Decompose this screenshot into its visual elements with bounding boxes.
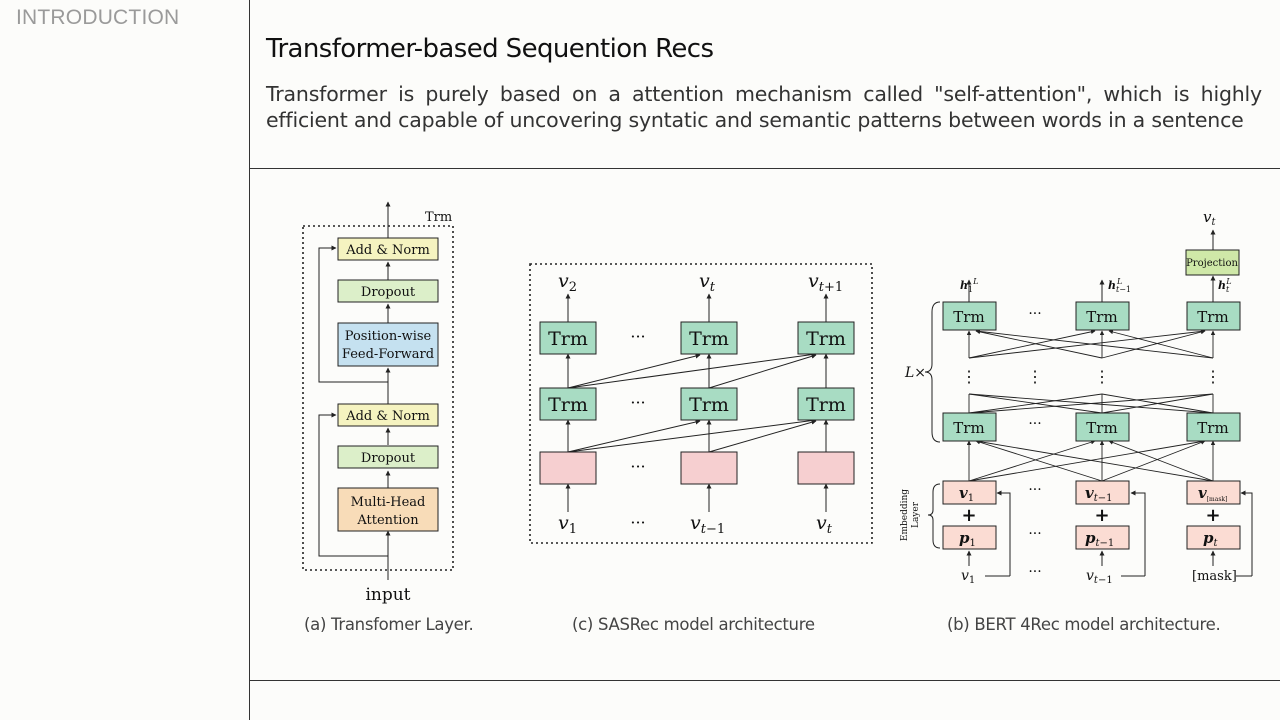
svg-text:Trm: Trm	[548, 394, 588, 416]
trm-boundary	[302, 225, 454, 571]
svg-text:vt−1: vt−1	[1086, 568, 1113, 586]
bert-blocks	[942, 249, 1241, 550]
svg-text:vt: vt	[816, 512, 833, 537]
svg-text:+: +	[1094, 505, 1109, 526]
svg-text:h1L: h1L	[960, 277, 978, 294]
multi-head-attention-block: Multi-Head Attention	[337, 487, 439, 532]
svg-text:⋮: ⋮	[1094, 367, 1110, 386]
l-times-label: L×	[904, 365, 926, 381]
caption-transformer-layer: (a) Transfomer Layer.	[304, 615, 474, 634]
svg-text:Trm: Trm	[1086, 419, 1117, 437]
left-divider	[249, 0, 250, 720]
svg-text:Trm: Trm	[953, 419, 984, 437]
ffn-label-2: Feed-Forward	[342, 347, 434, 362]
figure-bert4rec	[924, 229, 1253, 577]
svg-text:vt+1: vt+1	[808, 270, 843, 295]
add-norm-bottom-label: Add & Norm	[345, 409, 430, 424]
svg-text:Layer: Layer	[911, 501, 921, 528]
bert-dots: ··· ··· ··· ··· ··· ⋮ ⋮ ⋮ ⋮	[961, 306, 1221, 580]
svg-text:···: ···	[1028, 306, 1041, 322]
trm-tag: Trm	[425, 210, 452, 225]
sasrec-input-labels: v1 vt−1 vt	[558, 512, 833, 537]
sasrec-output-labels: v2 vt vt+1	[558, 270, 843, 295]
svg-text:Trm: Trm	[1086, 308, 1117, 326]
input-label: input	[365, 585, 410, 605]
caption-sasrec: (c) SASRec model architecture	[572, 615, 815, 634]
svg-text:Trm: Trm	[689, 394, 729, 416]
svg-text:Trm: Trm	[548, 328, 588, 350]
feed-forward-block: Position-wise Feed-Forward	[337, 322, 439, 367]
svg-text:···: ···	[630, 393, 645, 412]
svg-text:[mask]: [mask]	[1192, 569, 1237, 584]
svg-text:ht−1L: ht−1L	[1108, 277, 1131, 294]
svg-text:v1: v1	[961, 568, 975, 586]
svg-text:v1: v1	[558, 512, 577, 537]
sasrec-trm-labels: Trm Trm Trm Trm Trm Trm	[548, 328, 846, 416]
svg-text:···: ···	[1028, 564, 1041, 580]
bottom-divider	[249, 680, 1280, 681]
svg-text:Trm: Trm	[1197, 308, 1228, 326]
svg-text:vt: vt	[699, 270, 716, 295]
svg-text:···: ···	[630, 457, 645, 476]
slide-description: Transformer is purely based on a attenti…	[266, 82, 1262, 132]
svg-text:···: ···	[1028, 482, 1041, 498]
sasrec-boundary	[529, 263, 873, 544]
svg-text:Trm: Trm	[689, 328, 729, 350]
svg-text:···: ···	[630, 327, 645, 346]
svg-text:vt: vt	[1203, 208, 1216, 228]
svg-text:Trm: Trm	[953, 308, 984, 326]
dropout-top-label: Dropout	[361, 285, 416, 300]
svg-text:vt−1: vt−1	[690, 512, 725, 537]
svg-text:⋮: ⋮	[961, 367, 977, 386]
mha-label-2: Attention	[356, 513, 419, 528]
mha-label-1: Multi-Head	[351, 495, 426, 510]
dropout-top: Dropout	[337, 279, 439, 303]
sasrec-trm-top-row	[539, 321, 855, 485]
svg-text:⋮: ⋮	[1027, 367, 1043, 386]
projection-box	[1185, 249, 1240, 276]
title-divider	[249, 168, 1280, 169]
section-label: INTRODUCTION	[16, 6, 180, 29]
dropout-bottom-label: Dropout	[361, 451, 416, 466]
dropout-bottom: Dropout	[337, 445, 439, 469]
svg-text:Embedding: Embedding	[900, 489, 910, 541]
bert-input-labels: v1 vt−1 [mask]	[961, 568, 1237, 586]
slide-title: Transformer-based Sequention Recs	[266, 34, 714, 64]
embedding-layer-label: Embedding Layer	[900, 489, 921, 541]
svg-text:v2: v2	[558, 270, 577, 295]
bert-trm-labels: Trm Trm Trm Trm Trm Trm	[953, 308, 1228, 437]
projection-label: Projection	[1186, 258, 1238, 269]
svg-text:+: +	[1205, 505, 1220, 526]
figure-transformer-layer	[302, 201, 454, 580]
svg-text:···: ···	[630, 513, 645, 532]
svg-text:⋮: ⋮	[1205, 367, 1221, 386]
svg-text:htL: htL	[1218, 277, 1232, 294]
add-norm-top: Add & Norm	[337, 237, 439, 261]
svg-text:···: ···	[1028, 526, 1041, 542]
figure-sasrec	[529, 263, 873, 544]
svg-text:···: ···	[1028, 416, 1041, 432]
bert-plus-signs: + + +	[961, 505, 1220, 526]
svg-text:Trm: Trm	[806, 328, 846, 350]
add-norm-bottom: Add & Norm	[337, 403, 439, 427]
svg-text:Trm: Trm	[806, 394, 846, 416]
svg-text:+: +	[961, 505, 976, 526]
sasrec-dots: ··· ··· ··· ···	[630, 327, 645, 532]
ffn-label-1: Position-wise	[345, 329, 432, 344]
svg-text:Trm: Trm	[1197, 419, 1228, 437]
add-norm-top-label: Add & Norm	[345, 243, 430, 258]
caption-bert4rec: (b) BERT 4Rec model architecture.	[947, 615, 1221, 634]
